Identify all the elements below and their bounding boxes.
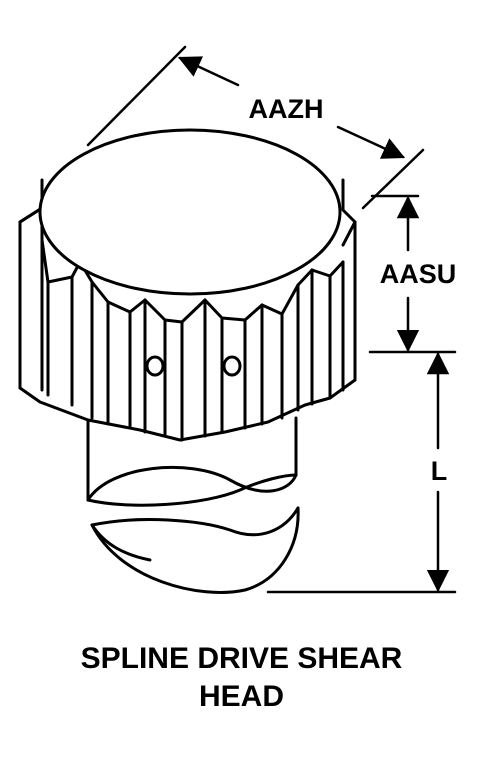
hole-right <box>222 355 242 377</box>
label-l: L <box>431 456 448 486</box>
cross-holes <box>145 355 242 377</box>
caption-line-1: SPLINE DRIVE SHEAR <box>80 642 403 675</box>
caption-line-2: HEAD <box>198 680 284 713</box>
label-aasu: AASU <box>380 259 457 289</box>
head-top-face <box>38 128 342 296</box>
hole-left <box>145 355 165 377</box>
label-aazh: AAZH <box>249 94 324 124</box>
dimension-l <box>266 351 457 594</box>
dimension-aazh <box>86 45 425 210</box>
shank <box>86 416 300 594</box>
diagram-caption: SPLINE DRIVE SHEAR HEAD <box>0 640 483 716</box>
